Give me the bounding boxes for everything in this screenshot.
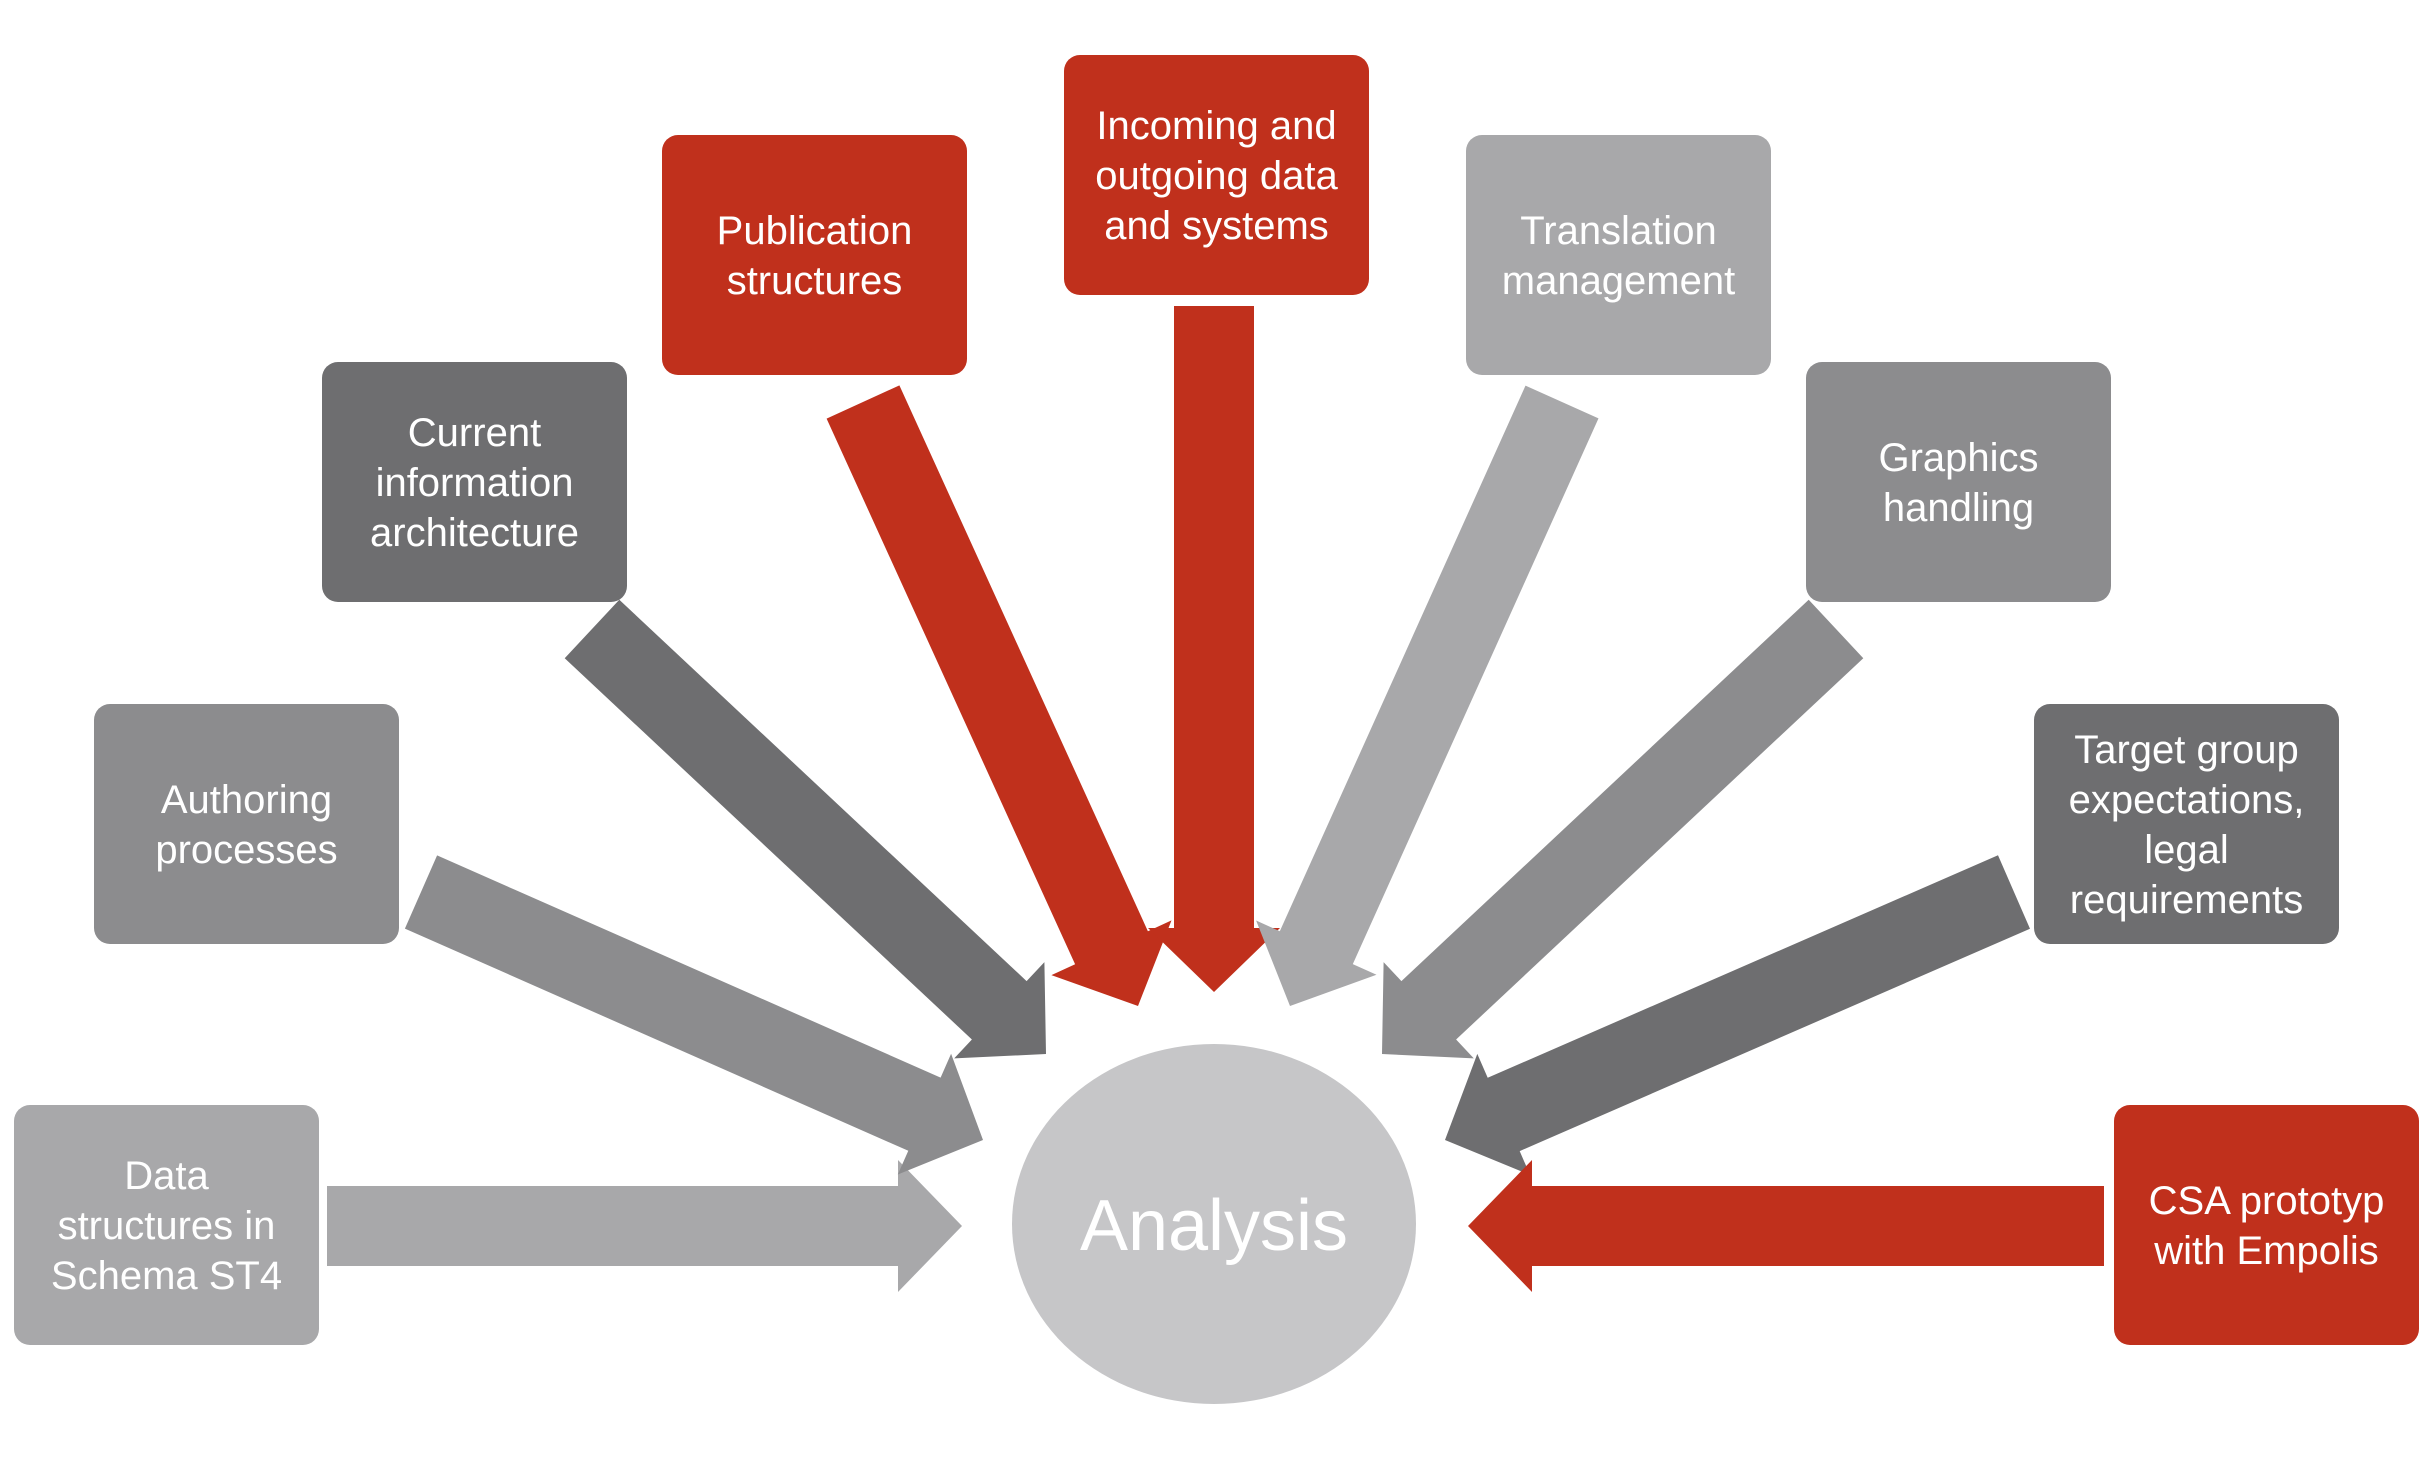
arrows-layer — [327, 306, 2104, 1292]
data-structures-arrow — [327, 1160, 962, 1292]
incoming-outgoing-data-label-line: outgoing data — [1095, 154, 1338, 198]
authoring-processes-node: Authoring processes — [94, 704, 399, 944]
publication-structures-arrow — [826, 385, 1172, 1006]
target-group-expectations-box — [2034, 704, 2339, 944]
data-structures-label-line: Schema ST4 — [51, 1254, 282, 1298]
incoming-outgoing-data-node: Incoming and outgoing data and systems — [1064, 55, 1369, 295]
target-group-expectations-label-line: requirements — [2070, 878, 2303, 922]
csa-prototype-label-line: with Empolis — [2153, 1229, 2379, 1273]
translation-management-arrow — [1256, 385, 1599, 1007]
graphics-handling-box — [1806, 362, 2111, 602]
target-group-expectations-arrow — [1445, 855, 2030, 1175]
translation-management-node: Translation management — [1466, 135, 1771, 375]
graphics-handling-node: Graphics handling — [1806, 362, 2111, 602]
authoring-processes-box — [94, 704, 399, 944]
graphics-handling-arrow — [1382, 599, 1864, 1059]
publication-structures-label-line: structures — [727, 259, 903, 303]
center-layer: Analysis — [1012, 1044, 1416, 1404]
current-information-architecture-label-line: Current — [408, 411, 541, 455]
current-information-architecture-node: Current information architecture — [322, 362, 627, 602]
publication-structures-box — [662, 135, 967, 375]
analysis-ellipse — [1012, 1044, 1416, 1404]
incoming-outgoing-data-box — [1064, 55, 1369, 295]
translation-management-label-line: Translation — [1520, 209, 1716, 253]
target-group-expectations-node: Target group expectations, legal requiremen… — [2034, 704, 2339, 944]
translation-management-box — [1466, 135, 1771, 375]
analysis-label: Analysis — [1080, 1186, 1348, 1266]
boxes-layer: Data structures in Schema ST4 Authoring proc… — [14, 55, 2419, 1345]
data-structures-box — [14, 1105, 319, 1345]
authoring-processes-label-line: Authoring — [161, 778, 332, 822]
incoming-outgoing-data-label-line: and systems — [1104, 204, 1329, 248]
current-information-architecture-label-line: architecture — [370, 511, 579, 555]
data-structures-label-line: structures in — [58, 1204, 276, 1248]
target-group-expectations-label-line: expectations, — [2069, 778, 2305, 822]
authoring-processes-label-line: processes — [155, 828, 337, 872]
current-information-architecture-box — [322, 362, 627, 602]
target-group-expectations-label-line: legal — [2144, 828, 2229, 872]
current-information-architecture-label-line: information — [376, 461, 574, 505]
incoming-outgoing-data-label-line: Incoming and — [1096, 104, 1336, 148]
csa-prototype-label-line: CSA prototyp — [2149, 1179, 2385, 1223]
graphics-handling-label-line: handling — [1883, 486, 2034, 530]
graphics-handling-label-line: Graphics — [1878, 436, 2038, 480]
publication-structures-label-line: Publication — [717, 209, 913, 253]
data-structures-node: Data structures in Schema ST4 — [14, 1105, 319, 1345]
target-group-expectations-label-line: Target group — [2074, 728, 2299, 772]
csa-prototype-arrow — [1468, 1160, 2104, 1292]
publication-structures-node: Publication structures — [662, 135, 967, 375]
csa-prototype-box — [2114, 1105, 2419, 1345]
current-information-architecture-arrow — [564, 599, 1046, 1059]
authoring-processes-arrow — [404, 855, 983, 1175]
csa-prototype-node: CSA prototyp with Empolis — [2114, 1105, 2419, 1345]
incoming-outgoing-data-arrow — [1148, 306, 1280, 992]
translation-management-label-line: management — [1502, 259, 1735, 303]
data-structures-label-line: Data — [124, 1154, 209, 1198]
